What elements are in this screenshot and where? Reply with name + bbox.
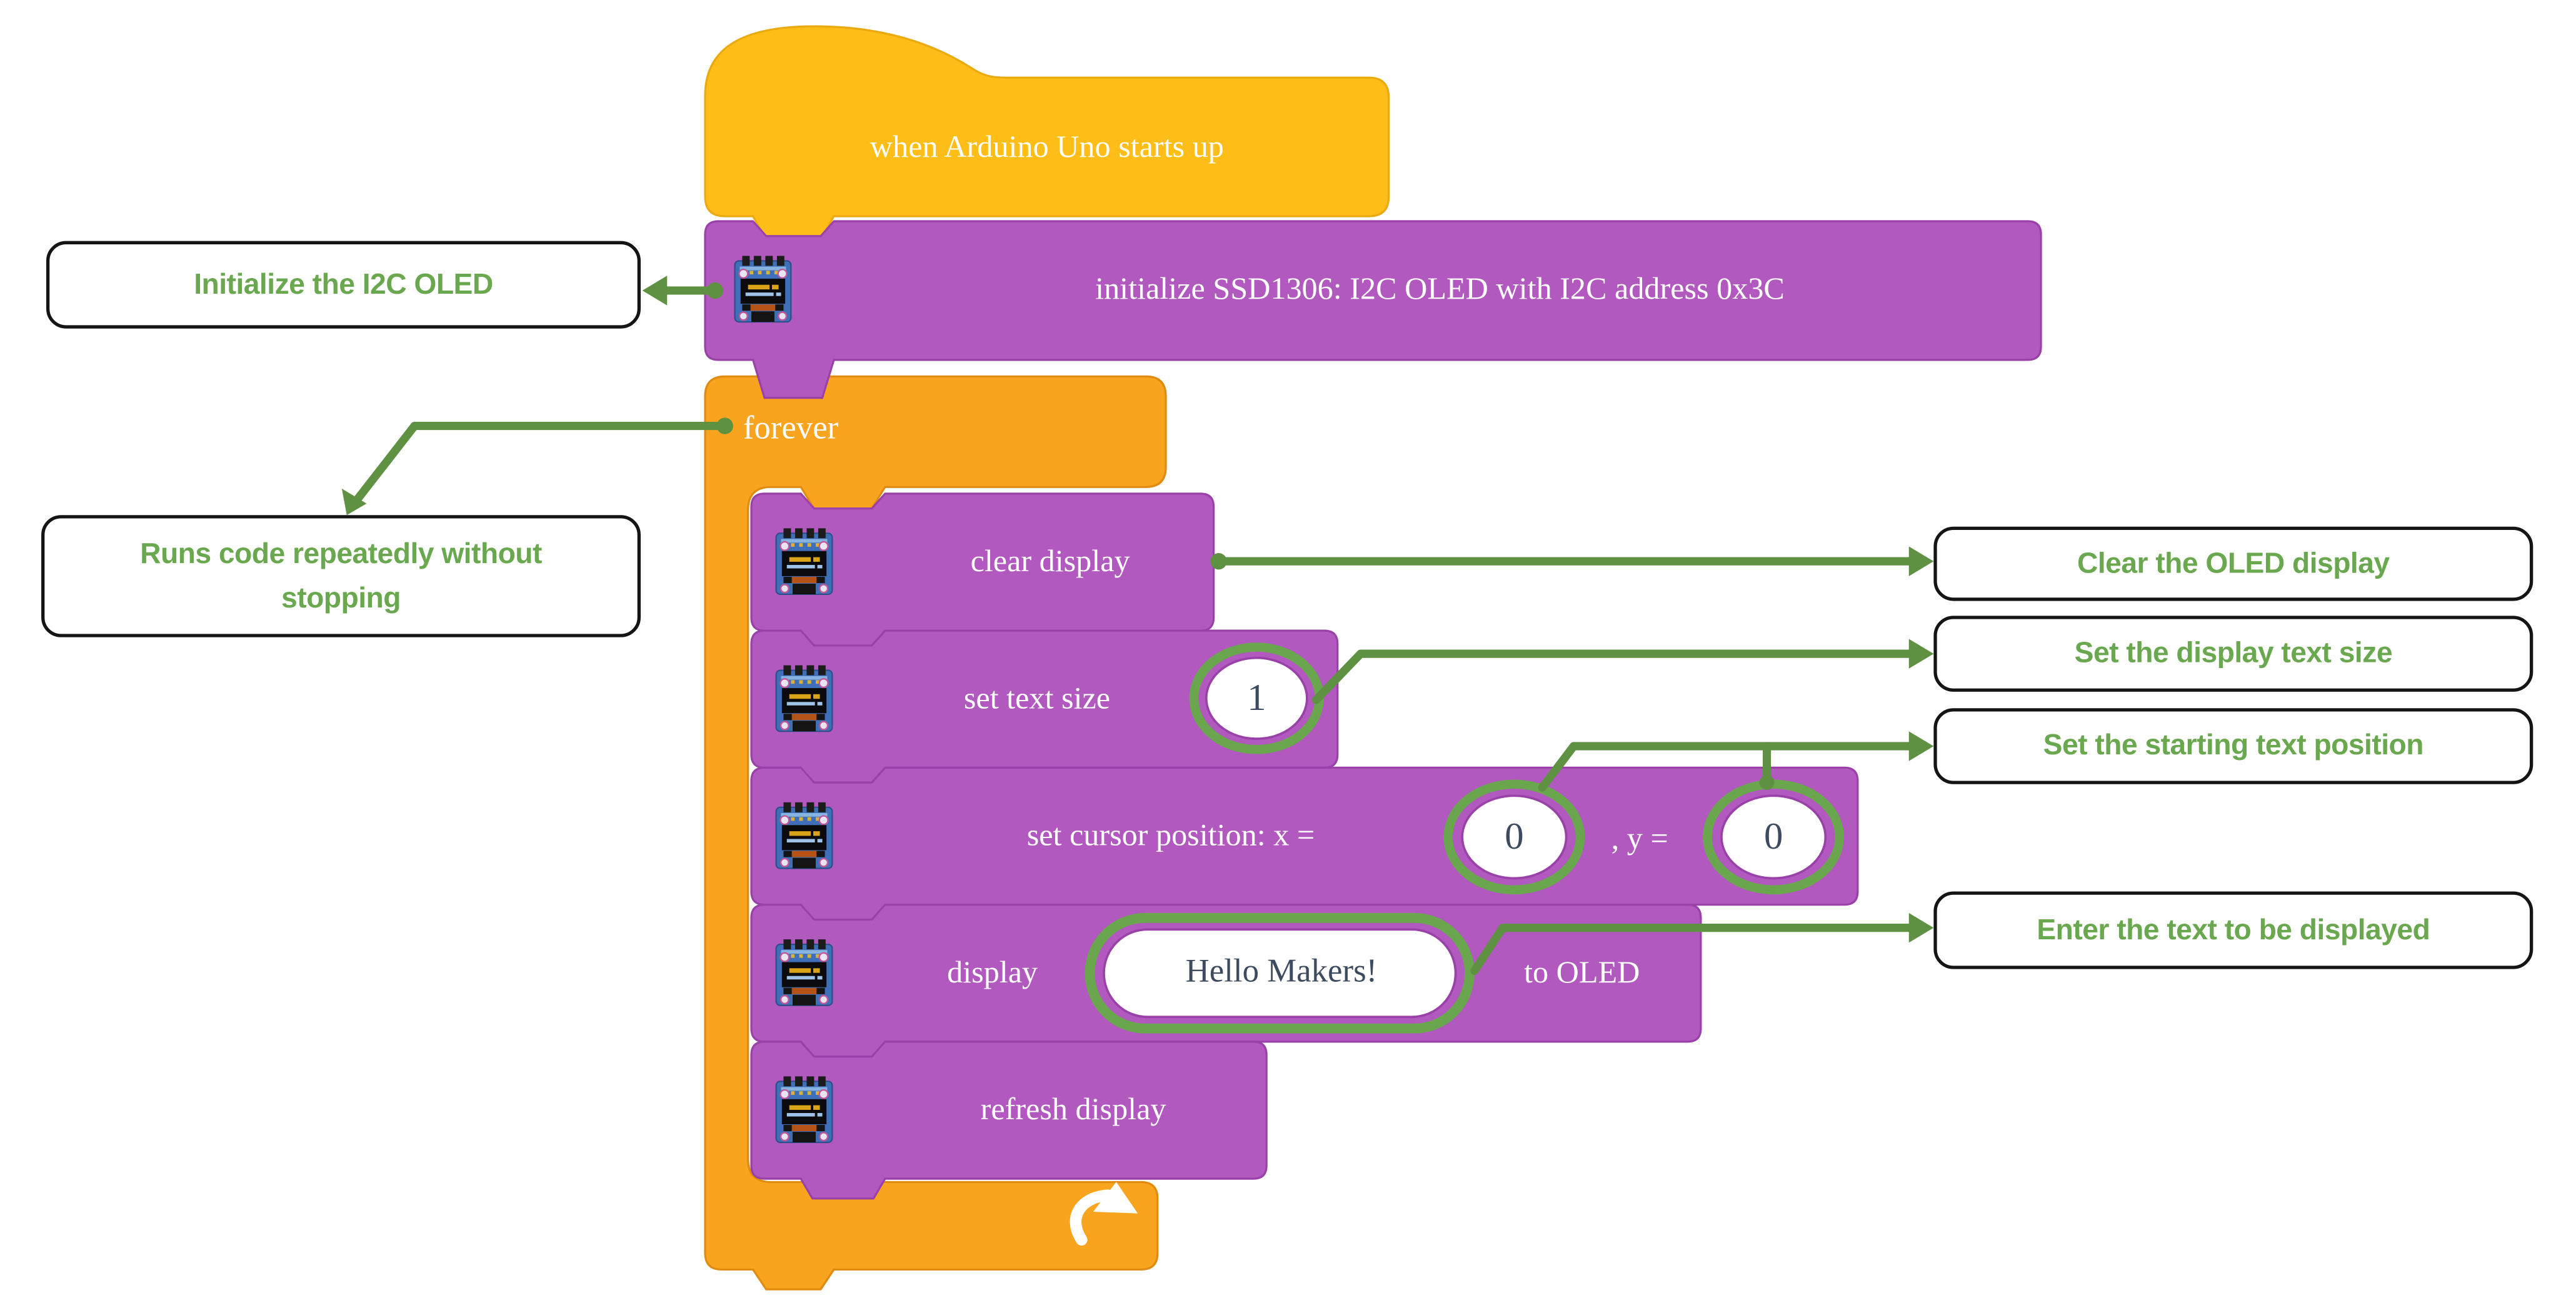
display-text-value[interactable]: Hello Makers! [1185,953,1378,990]
text-size-input[interactable] [1205,656,1308,740]
cursor-x-input[interactable] [1461,794,1568,880]
display-text-highlight-ring [1085,912,1475,1034]
loop-repeat-arrow-icon [1070,1182,1138,1246]
text-size-arrow-line [1311,649,1915,704]
callout-text: Clear the OLED display [2077,546,2390,580]
callout-text: Set the display text size [2074,636,2393,670]
text-size-value[interactable]: 1 [1247,677,1266,719]
when-arduino-starts-hat-block[interactable] [704,25,1390,241]
set-text-size-label: set text size [963,682,1111,717]
callout-clear-note: Clear the OLED display [1933,526,2533,601]
display-label-suffix: to OLED [1524,956,1640,991]
callout-text: Set the starting text position [2043,729,2424,762]
refresh-display-block[interactable] [750,1041,1268,1200]
clear-arrowhead [1908,546,1934,576]
initialize-block-label: initialize SSD1306: I2C OLED with I2C ad… [1095,272,1785,307]
forever-arrowhead [341,488,367,516]
cursor-arrow-line [1538,742,1915,792]
cursor-y-input[interactable] [1720,794,1827,880]
display-text-input[interactable] [1103,928,1457,1019]
display-arrowhead [1908,912,1934,943]
cursor-arrowhead [1908,731,1934,761]
initialize-oled-block[interactable] [704,220,2042,399]
callout-initialize-note: Initialize the I2C OLED [46,241,641,329]
refresh-display-label: refresh display [980,1092,1166,1128]
cursor-x-highlight-ring [1443,779,1585,895]
forever-block-label: forever [743,410,839,447]
oled-display-module-icon [775,527,833,596]
callout-text: Initialize the I2C OLED [194,267,493,301]
clear-display-label: clear display [970,544,1130,580]
cursor-y-value[interactable]: 0 [1763,815,1783,857]
oled-display-module-icon [775,664,833,732]
callout-display-note: Enter the text to be displayed [1933,891,2533,969]
cursor-label-prefix: set cursor position: x = [1026,819,1315,854]
callout-text-size-note: Set the display text size [1933,616,2533,692]
callout-text: Runs code repeatedly without stopping [140,536,542,614]
oled-display-module-icon [734,255,792,323]
cursor-x-value[interactable]: 0 [1505,815,1524,857]
forever-arrow-line [352,421,726,505]
callout-cursor-note: Set the starting text position [1933,708,2533,784]
display-arrow-line [1470,924,1915,975]
hat-block-label: when Arduino Uno starts up [870,130,1224,166]
arrow-dot [1759,775,1775,791]
cursor-label-mid: , y = [1611,822,1668,857]
initialize-arrowhead [642,276,668,306]
display-label-prefix: display [947,956,1038,991]
text-size-arrowhead [1908,639,1934,669]
set-cursor-position-block[interactable] [750,766,1859,926]
callout-forever-note: Runs code repeatedly without stopping [41,515,641,637]
callout-text: Enter the text to be displayed [2037,912,2430,946]
annotation-arrows [341,276,1934,975]
oled-display-module-icon [775,1076,833,1144]
oled-display-module-icon [775,938,833,1007]
oled-display-module-icon [775,801,833,869]
